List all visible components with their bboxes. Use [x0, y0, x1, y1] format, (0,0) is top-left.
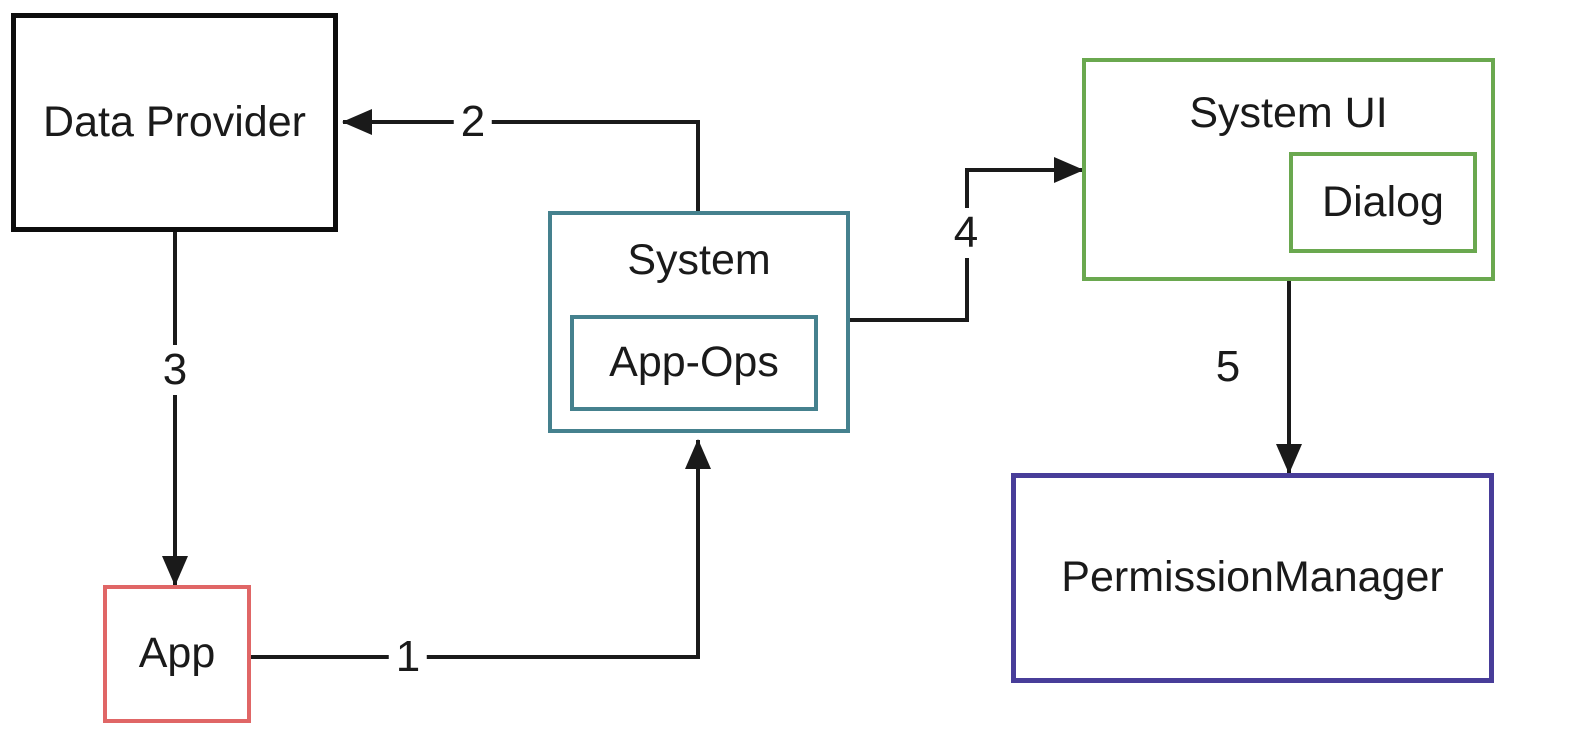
- edge-label-5: 5: [1203, 342, 1253, 392]
- node-permission-manager-label: PermissionManager: [1061, 553, 1444, 602]
- node-permission-manager: PermissionManager: [1011, 473, 1494, 683]
- edge-app-to-system: [251, 439, 711, 659]
- node-data-provider: Data Provider: [11, 13, 338, 232]
- node-dialog-label: Dialog: [1322, 177, 1444, 226]
- node-app-ops: App-Ops: [570, 315, 818, 411]
- node-app-ops-label: App-Ops: [609, 338, 779, 387]
- node-app-label: App: [138, 629, 216, 678]
- node-system-ui-label: System UI: [1189, 89, 1388, 137]
- node-app: App: [103, 585, 251, 723]
- edge-label-2: 2: [453, 97, 493, 147]
- node-system: System App-Ops: [548, 211, 850, 433]
- node-system-ui: System UI Dialog: [1082, 58, 1495, 281]
- edge-label-4: 4: [946, 208, 986, 258]
- edge-label-3: 3: [155, 345, 195, 395]
- node-system-label: System: [627, 236, 771, 284]
- node-dialog: Dialog: [1289, 152, 1477, 253]
- edge-system-to-data-provider: [342, 109, 700, 211]
- edge-label-1: 1: [388, 632, 428, 682]
- node-data-provider-label: Data Provider: [43, 97, 306, 146]
